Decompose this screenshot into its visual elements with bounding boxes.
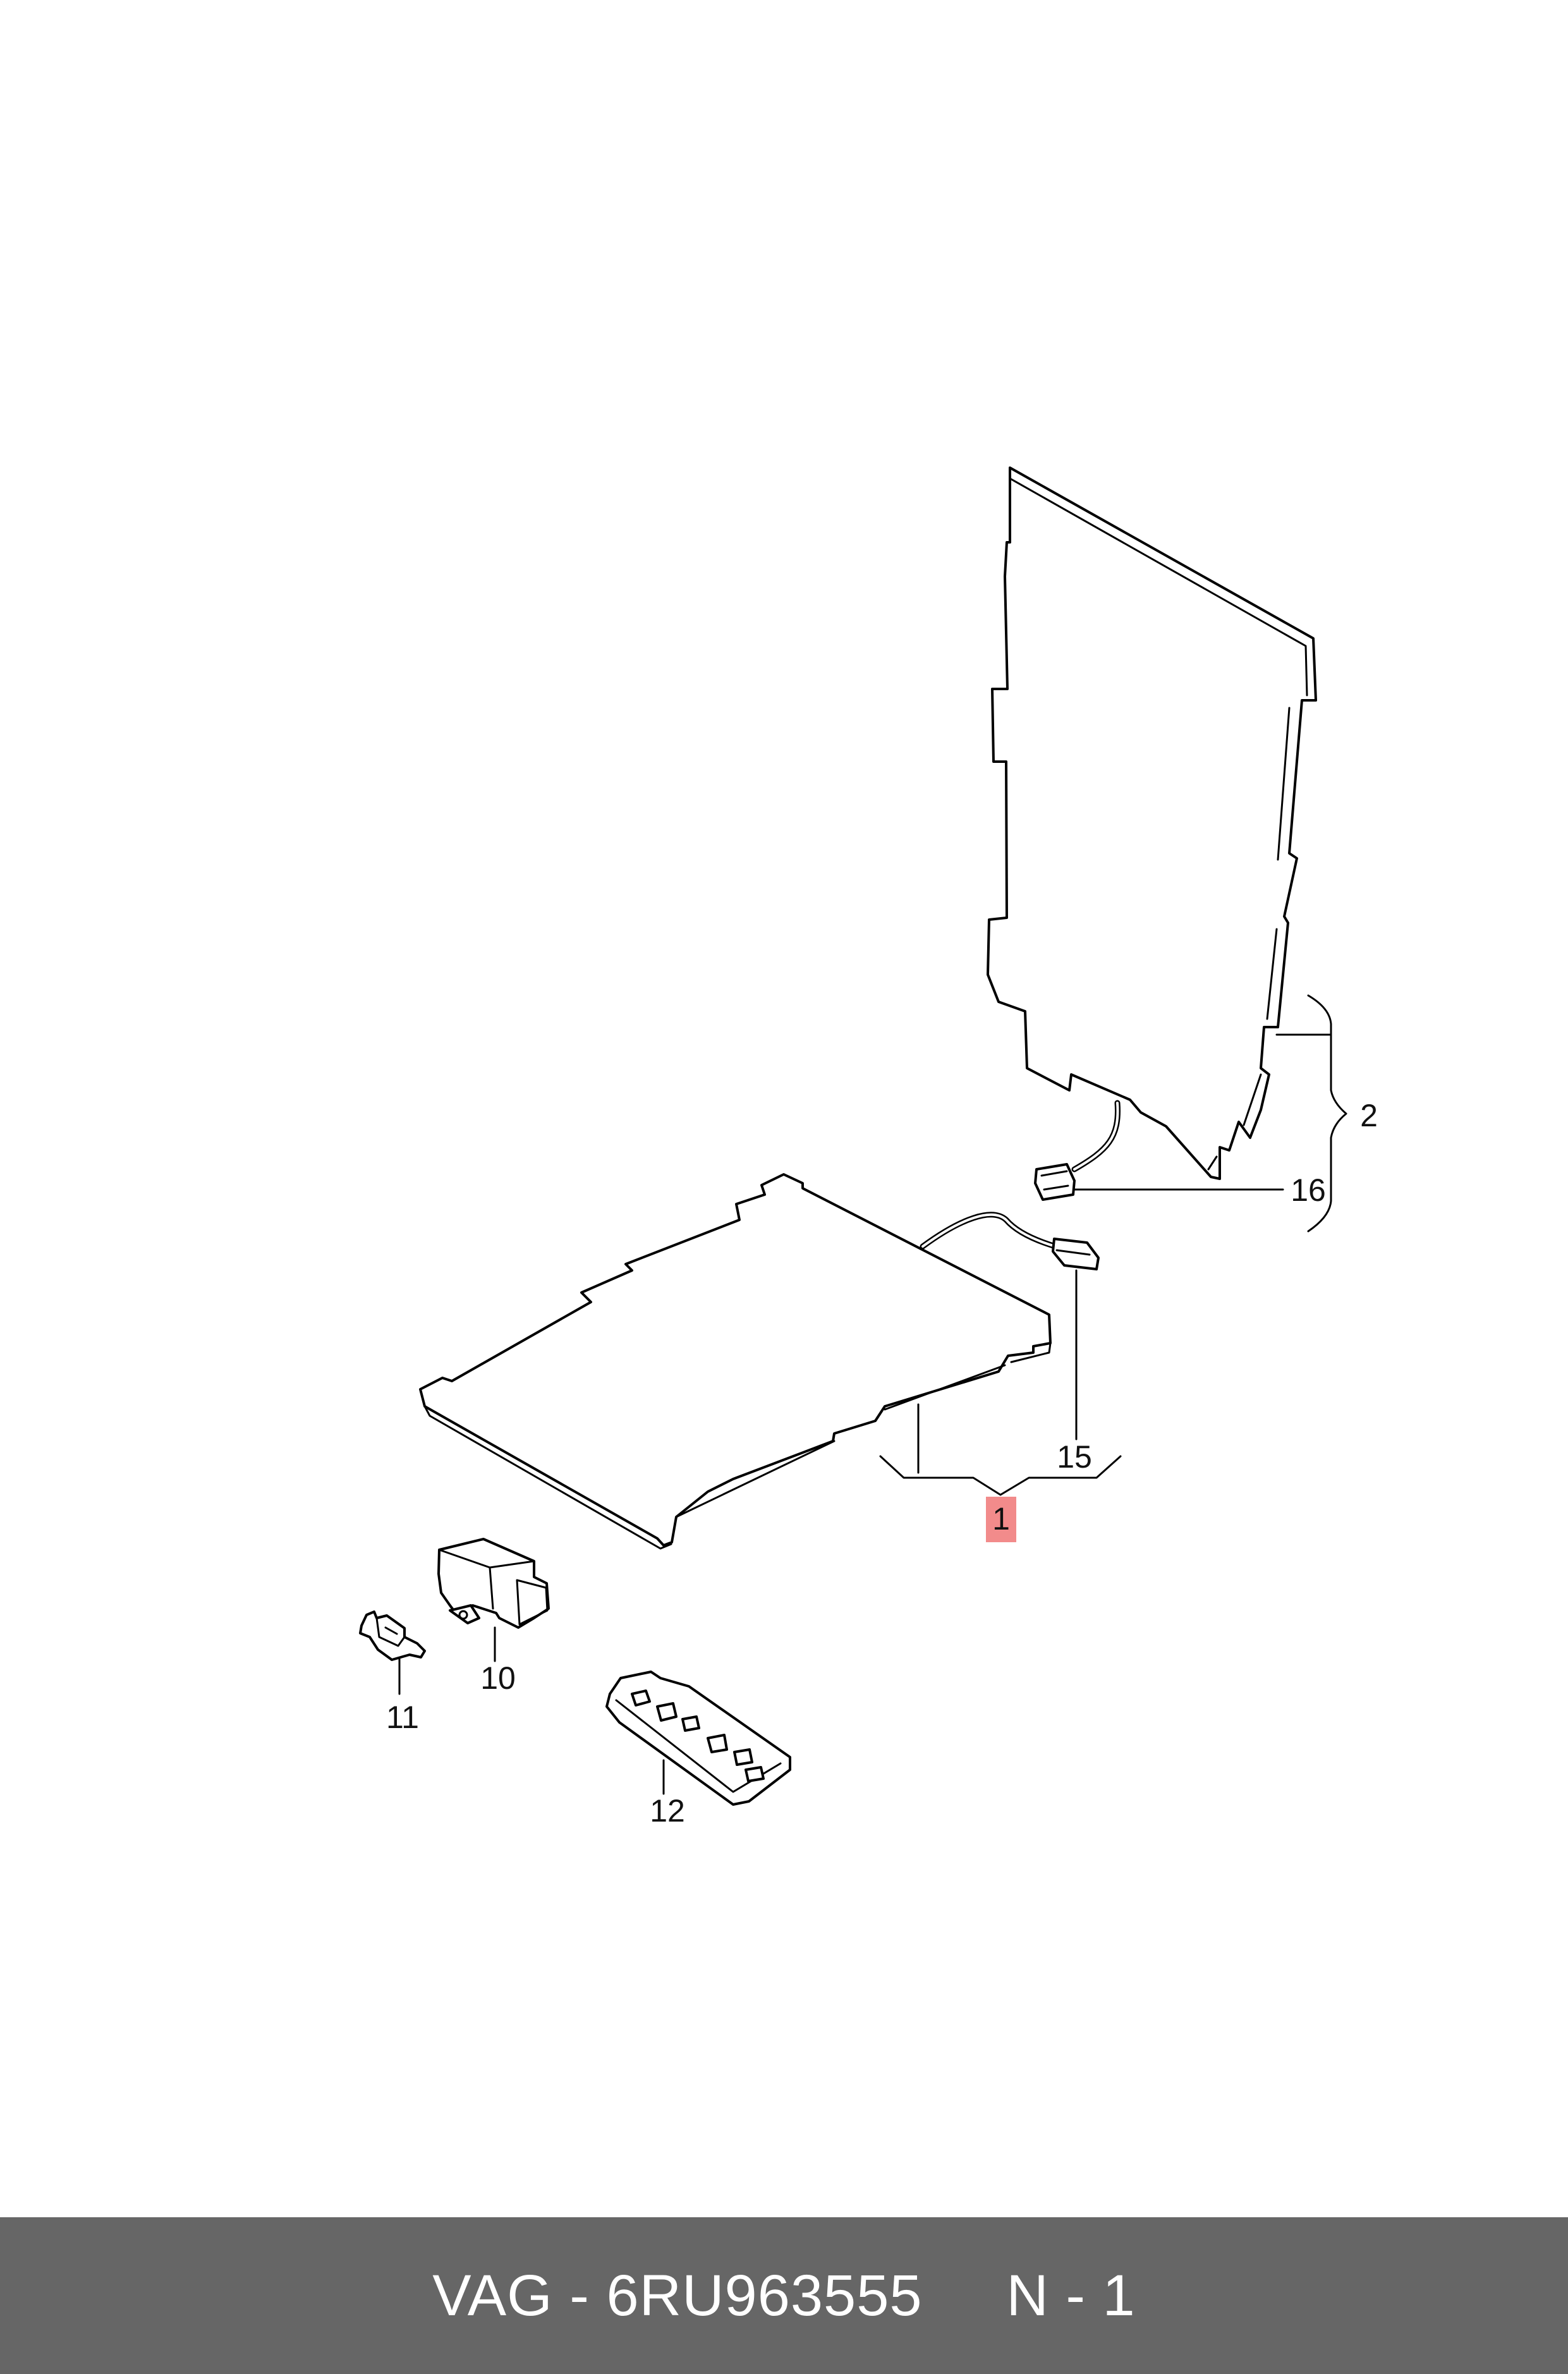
callout-1: 1 [992,1501,1010,1537]
callout-1-highlight [986,1497,1016,1542]
callouts: 1 2 16 15 10 11 12 [386,1098,1378,1829]
seat-wire-connector [920,1212,1100,1270]
footer-bar: VAG - 6RU963555 N - 1 [0,2217,1568,2374]
circuit-board [605,1671,791,1806]
backrest-heating-element [987,466,1317,1180]
callout-10: 10 [480,1660,516,1696]
footer-part-number: 6RU963555 [606,2263,923,2328]
footer-note: N - 1 [1006,2263,1136,2328]
callout-12: 12 [650,1793,685,1829]
bracket [359,1610,426,1661]
footer-label: VAG - 6RU963555 N - 1 [432,2263,1135,2329]
control-unit [437,1538,550,1629]
footer-brand: VAG [432,2263,553,2328]
leader-lines [398,994,1347,1795]
callout-11: 11 [386,1700,419,1735]
footer-gap [923,2263,1007,2328]
callout-15: 15 [1057,1439,1092,1475]
seat-heating-element [419,1173,1052,1550]
callout-2: 2 [1360,1098,1378,1133]
parts-diagram: 1 2 16 15 10 11 12 [359,466,1378,1829]
backrest-wire-connector [1034,1100,1121,1201]
callout-16: 16 [1291,1172,1326,1208]
footer-separator: - [552,2263,607,2328]
